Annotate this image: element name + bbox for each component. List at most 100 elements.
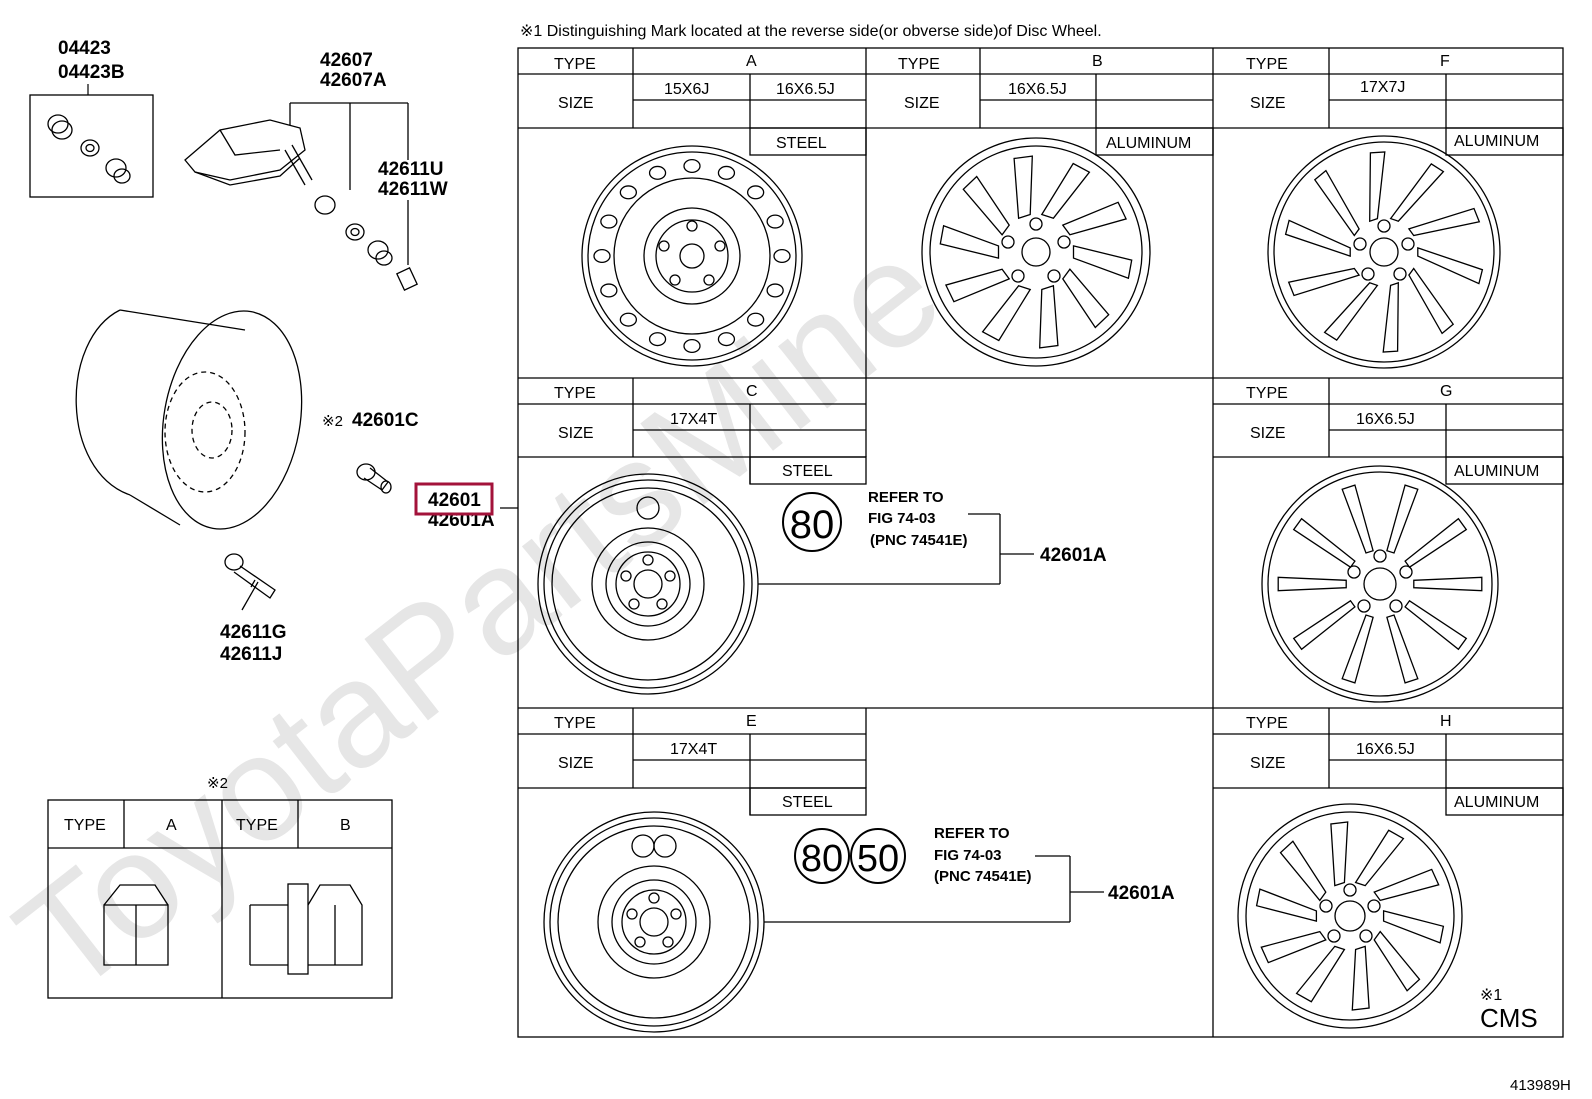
spoke-window bbox=[1313, 169, 1360, 237]
spoke-window bbox=[1413, 576, 1483, 592]
vent-hole bbox=[648, 332, 667, 347]
refer-e-line2[interactable]: FIG 74-03 bbox=[934, 847, 1002, 864]
nut-table bbox=[47, 799, 393, 999]
spoke-window bbox=[1040, 162, 1091, 219]
spoke-window bbox=[1287, 267, 1361, 297]
size-value-a2: 16X6.5J bbox=[776, 81, 835, 98]
speed-badge-e2-text: 50 bbox=[857, 838, 899, 880]
size-label-b: SIZE bbox=[904, 95, 940, 112]
size-label-e: SIZE bbox=[558, 755, 594, 772]
spoke-window bbox=[1373, 930, 1421, 992]
spoke-window bbox=[1407, 207, 1481, 237]
spoke-window bbox=[944, 268, 1011, 303]
wheel-table-grid bbox=[517, 47, 1564, 1038]
type-label-e: TYPE bbox=[554, 715, 596, 732]
size-value-g1: 16X6.5J bbox=[1356, 411, 1415, 428]
spoke-window bbox=[1277, 576, 1347, 592]
part-42611j[interactable]: 42611J bbox=[220, 644, 282, 665]
spoke-window bbox=[1354, 829, 1405, 887]
wheel-f-alloy-drawing bbox=[1267, 135, 1501, 369]
type-label-f: TYPE bbox=[1246, 56, 1288, 73]
refer-c-line2[interactable]: FIG 74-03 bbox=[868, 510, 936, 527]
wheel-c-spare-drawing bbox=[537, 473, 1034, 695]
type-value-h: H bbox=[1440, 713, 1452, 730]
vent-hole bbox=[766, 283, 784, 298]
vent-hole bbox=[600, 214, 618, 229]
part-42607a[interactable]: 42607A bbox=[320, 70, 387, 91]
spoke-window bbox=[1284, 219, 1351, 258]
spoke-window bbox=[1330, 821, 1349, 887]
size-value-a1: 15X6J bbox=[664, 81, 709, 98]
part-42611g[interactable]: 42611G bbox=[220, 622, 287, 643]
vent-hole bbox=[619, 312, 638, 327]
size-value-c1: 17X4T bbox=[670, 411, 717, 428]
vent-hole bbox=[593, 248, 611, 264]
valve-cap-kit-drawing bbox=[47, 114, 131, 184]
vent-hole bbox=[600, 283, 618, 298]
refer-c-line1[interactable]: REFER TO bbox=[868, 489, 944, 506]
spoke-window bbox=[1292, 517, 1356, 569]
type-label-b: TYPE bbox=[898, 56, 940, 73]
wheel-b-alloy-drawing bbox=[921, 137, 1151, 367]
spoke-window bbox=[1408, 267, 1455, 335]
spoke-window bbox=[1072, 245, 1133, 280]
type-value-e: E bbox=[746, 713, 757, 730]
material-h: ALUMINUM bbox=[1454, 794, 1539, 811]
nut-table-type-b-label: TYPE bbox=[236, 817, 278, 834]
spoke-window bbox=[1341, 484, 1374, 554]
wheel-h-alloy-drawing bbox=[1237, 803, 1463, 1029]
part-42611u[interactable]: 42611U bbox=[378, 159, 444, 180]
material-b: ALUMINUM bbox=[1106, 135, 1191, 152]
spoke-window bbox=[1386, 614, 1419, 684]
speed-badge-c: 80 bbox=[782, 492, 842, 552]
spoke-window bbox=[1255, 888, 1318, 922]
size-label-g: SIZE bbox=[1250, 425, 1286, 442]
spoke-window bbox=[1417, 246, 1484, 285]
refer-e-line1[interactable]: REFER TO bbox=[934, 825, 1010, 842]
type-value-f: F bbox=[1440, 53, 1450, 70]
spoke-window bbox=[1013, 155, 1033, 220]
nut-table-mark: ※2 bbox=[207, 775, 228, 792]
type-value-g: G bbox=[1440, 383, 1452, 400]
type-label-g: TYPE bbox=[1246, 385, 1288, 402]
tpms-sensor-drawing bbox=[184, 102, 419, 291]
size-label-c: SIZE bbox=[558, 425, 594, 442]
spoke-window bbox=[981, 285, 1032, 342]
part-42611w[interactable]: 42611W bbox=[378, 179, 448, 200]
spoke-window bbox=[1295, 945, 1346, 1003]
cms-text: CMS bbox=[1480, 1003, 1538, 1033]
type-value-a: A bbox=[746, 53, 757, 70]
figure-number: 413989H bbox=[1510, 1077, 1571, 1094]
part-04423[interactable]: 04423 bbox=[58, 38, 111, 59]
part-42601c[interactable]: 42601C bbox=[352, 410, 419, 431]
speed-badges-e: 80 50 bbox=[794, 828, 906, 884]
tire-drawing bbox=[75, 309, 303, 530]
part-42601[interactable]: 42601 bbox=[428, 490, 481, 511]
vent-hole bbox=[717, 165, 736, 180]
vent-hole bbox=[766, 214, 784, 229]
part-42601a-e[interactable]: 42601A bbox=[1108, 883, 1175, 904]
wheel-g-alloy-drawing bbox=[1261, 465, 1499, 703]
vent-hole bbox=[717, 332, 736, 347]
nut-b-drawing bbox=[249, 883, 363, 975]
type-label-a: TYPE bbox=[554, 56, 596, 73]
valve-42601c-drawing bbox=[356, 463, 392, 494]
vent-hole bbox=[746, 185, 765, 200]
type-label-h: TYPE bbox=[1246, 715, 1288, 732]
size-value-f1: 17X7J bbox=[1360, 79, 1405, 96]
watermark: ToyotaPartsMine bbox=[0, 205, 970, 1025]
refer-c-line3[interactable]: (PNC 74541E) bbox=[870, 532, 968, 549]
spoke-window bbox=[1351, 945, 1370, 1011]
refer-e-line3[interactable]: (PNC 74541E) bbox=[934, 868, 1032, 885]
spoke-window bbox=[962, 175, 1010, 236]
vent-hole bbox=[648, 165, 667, 180]
part-42601a-c[interactable]: 42601A bbox=[1040, 545, 1107, 566]
note-mark-2: ※2 bbox=[322, 413, 343, 430]
type-label-c: TYPE bbox=[554, 385, 596, 402]
part-42607[interactable]: 42607 bbox=[320, 50, 373, 71]
size-value-b1: 16X6.5J bbox=[1008, 81, 1067, 98]
part-04423b[interactable]: 04423B bbox=[58, 62, 125, 83]
spoke-window bbox=[1039, 284, 1059, 349]
type-value-c: C bbox=[746, 383, 758, 400]
